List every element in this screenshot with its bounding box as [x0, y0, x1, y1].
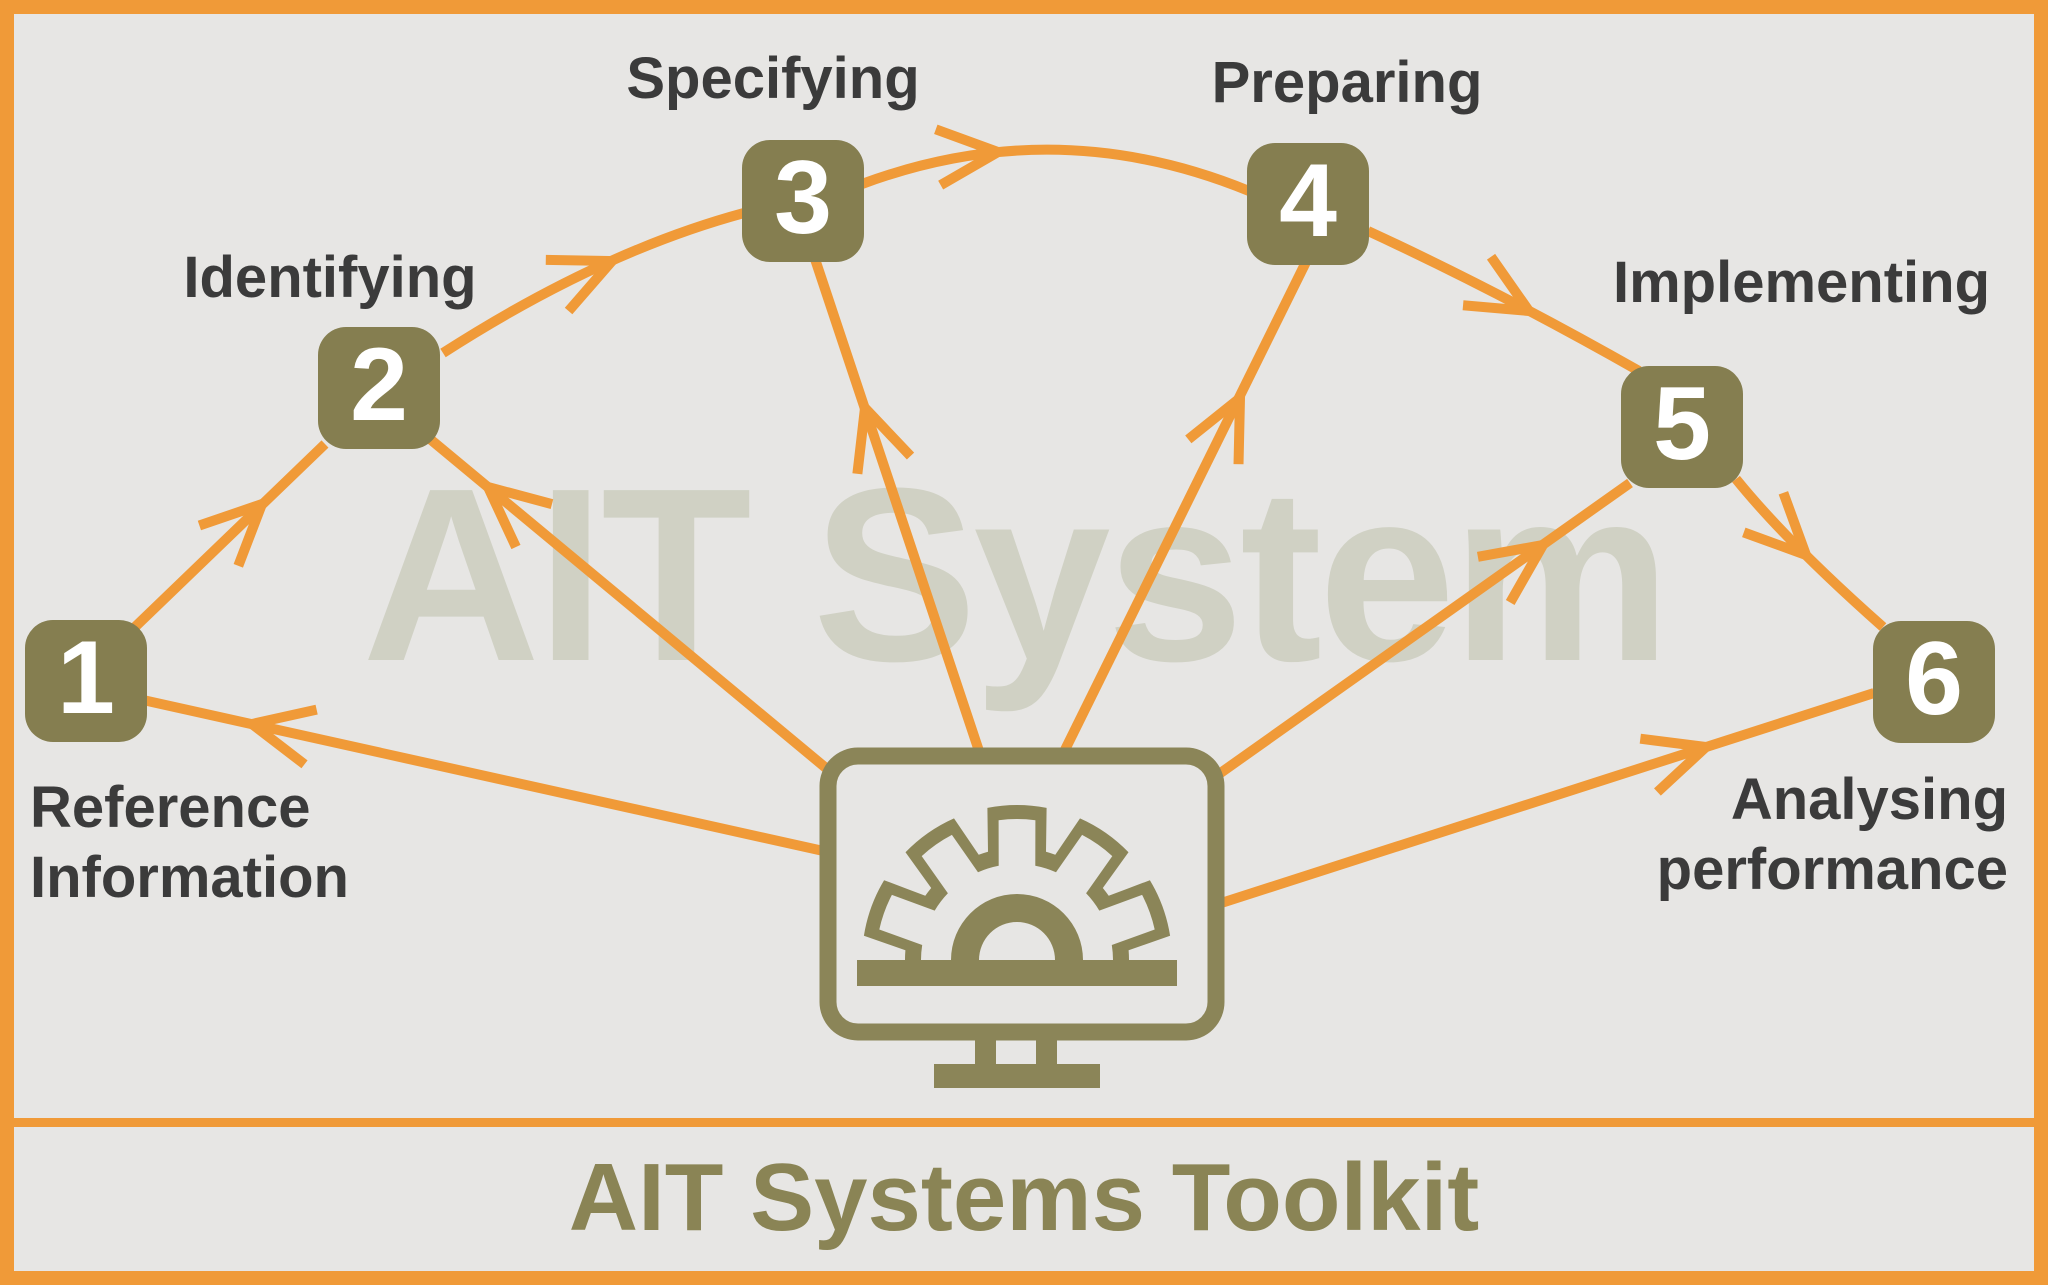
- footer-divider: [0, 1118, 2048, 1127]
- step-label-1: Reference Information: [30, 775, 349, 910]
- step-label-2: Identifying: [183, 245, 477, 310]
- gear-inner-arch: [951, 894, 1083, 960]
- step-badge-5: 5: [1621, 366, 1743, 488]
- watermark-text: AIT System: [362, 437, 1671, 713]
- step-label-3: Specifying: [626, 46, 920, 111]
- spoke-arrow-center-3: [810, 257, 989, 768]
- spoke-arrow-center-2: [426, 435, 854, 792]
- step-label-4: Preparing: [1211, 50, 1483, 115]
- gear-icon-cutout: [879, 818, 1155, 960]
- spoke-arrow-center-4: [1052, 257, 1312, 769]
- arc-arrow-1-2: [131, 440, 329, 631]
- monitor-stand-left-leg: [975, 1026, 996, 1070]
- arc-arrow-4-5: [1365, 226, 1642, 376]
- step-badge-1: 1: [25, 620, 147, 742]
- arc-arrow-2-3: [440, 208, 746, 358]
- step-badge-2: 2: [318, 327, 440, 449]
- monitor-shelf: [857, 960, 1177, 986]
- computer-gear-icon: [819, 747, 1225, 1088]
- step-badge-4: 4: [1247, 143, 1369, 265]
- center-spoke-arrows: [141, 257, 1876, 911]
- step-label-5: Implementing: [1612, 250, 1990, 315]
- spoke-arrow-center-5: [1209, 478, 1633, 784]
- monitor-stand-right-leg: [1036, 1026, 1057, 1070]
- process-arc-arrows: [131, 124, 1887, 631]
- footer-title: AIT Systems Toolkit: [568, 1144, 1480, 1251]
- spoke-arrow-center-6: [1210, 688, 1876, 911]
- step-label-6: Analysing performance: [1656, 767, 2008, 902]
- monitor-stand-base: [934, 1064, 1100, 1088]
- arc-arrow-3-4: [860, 144, 1251, 196]
- step-badge-6: 6: [1873, 621, 1995, 743]
- step-badge-3: 3: [742, 140, 864, 262]
